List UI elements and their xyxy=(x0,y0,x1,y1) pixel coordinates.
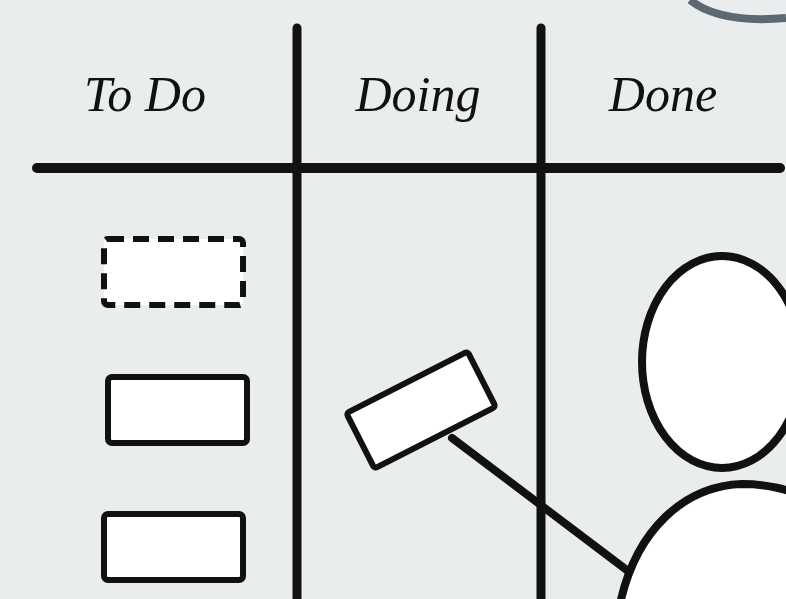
task-card xyxy=(108,377,247,443)
column-divider xyxy=(293,28,302,599)
person-head xyxy=(642,256,786,468)
header-line xyxy=(37,163,780,173)
column-heading: Done xyxy=(609,64,717,124)
column-heading: To Do xyxy=(84,64,206,124)
held-card xyxy=(346,352,495,469)
corner-arc xyxy=(690,0,786,19)
column-divider xyxy=(537,28,546,599)
column-heading: Doing xyxy=(356,64,481,124)
placeholder-card xyxy=(104,239,243,305)
person-arm xyxy=(452,438,632,574)
person-body xyxy=(620,484,786,599)
task-card xyxy=(104,514,243,580)
